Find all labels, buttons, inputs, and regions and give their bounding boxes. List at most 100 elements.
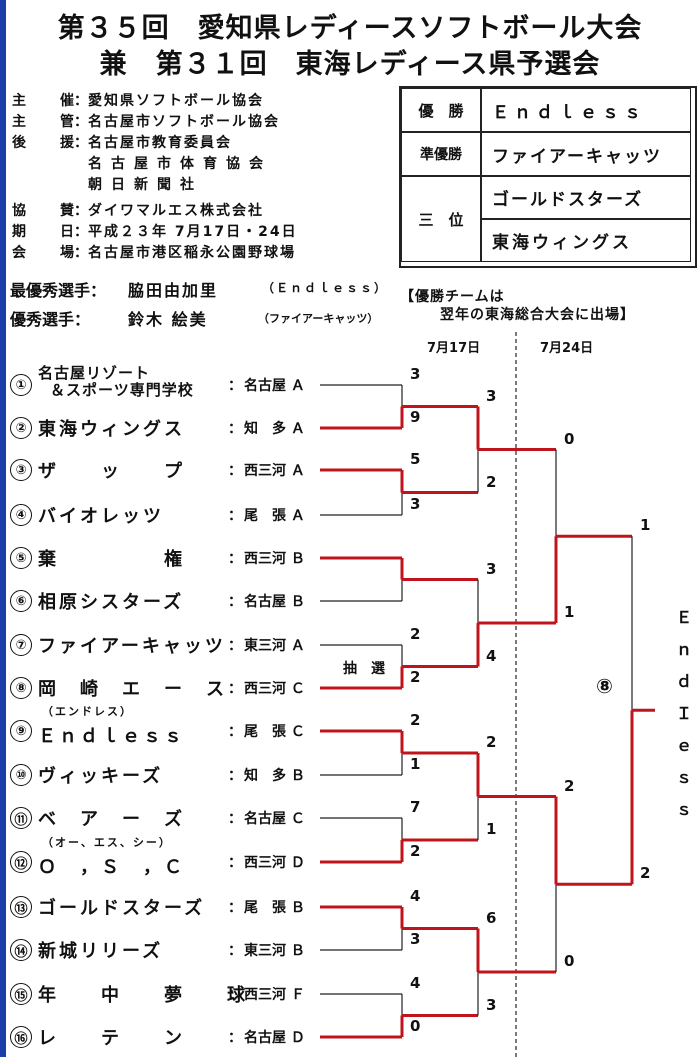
- excellent-team: （ファイアーキャッツ）: [258, 312, 379, 325]
- r3-score: 2: [564, 776, 575, 795]
- team-region: 知 多 Ａ: [244, 421, 305, 437]
- info-value: 朝日新聞社: [88, 177, 203, 193]
- team-colon: ：: [228, 463, 242, 479]
- team-number: ③: [10, 459, 32, 481]
- team-name: 東海ウィングス: [38, 415, 228, 441]
- info-value: 名古屋市ソフトボール協会: [88, 114, 280, 130]
- team-number: ⑦: [10, 634, 32, 656]
- r2-score: 3: [486, 559, 497, 578]
- excellent-name: 鈴木 絵美: [128, 310, 208, 329]
- team-number: ④: [10, 504, 32, 526]
- r2-score: 6: [486, 908, 497, 927]
- team-number: ⑩: [10, 764, 32, 786]
- team-name-line1: 名古屋リゾート: [38, 364, 151, 382]
- mvp-label: 最優秀選手：: [10, 281, 107, 300]
- info-row: 主管：名古屋市ソフトボール協会: [12, 111, 280, 131]
- r1-score: 3: [410, 930, 421, 948]
- team-name-text: ザ ッ プ: [38, 461, 185, 482]
- info-row: 後援：名古屋市教育委員会: [12, 132, 232, 152]
- team-name-text: ゴールドスターズ: [38, 898, 206, 919]
- r3-score: 1: [564, 603, 575, 621]
- r1-score: 7: [410, 798, 421, 816]
- team-name: ザ ッ プ: [38, 457, 228, 483]
- team-name: 棄 権: [38, 545, 228, 571]
- team-name: ベ ア ー ズ: [38, 805, 228, 831]
- team-colon: ：: [228, 1030, 242, 1046]
- team-number: ⑯: [10, 1026, 32, 1048]
- info-key: 後援: [12, 135, 74, 151]
- info-colon: ：: [74, 114, 88, 130]
- third-team-1: ゴールドスターズ: [481, 176, 691, 219]
- team-number: ⑧: [10, 677, 32, 699]
- team-name-text: レ テ ン: [38, 1028, 185, 1049]
- title-line2: 兼 第３１回 東海レディース県予選会: [99, 49, 601, 80]
- team-name-text: Ｅｎｄｌｅｓｓ: [38, 726, 185, 747]
- team-colon: ：: [228, 421, 242, 437]
- team-name: レ テ ン: [38, 1024, 228, 1050]
- team-number: ⑥: [10, 590, 32, 612]
- team-name-text: 新城リリーズ: [38, 941, 164, 962]
- excellent-label: 優秀選手：: [10, 310, 91, 329]
- r1-score: 3: [410, 365, 421, 383]
- team-number: ⑨: [10, 720, 32, 742]
- info-row: 朝日新聞社: [12, 174, 203, 194]
- info-row: 協賛：ダイワマルエス株式会社: [12, 200, 264, 220]
- team-region: 東三河 Ａ: [244, 638, 305, 654]
- team-colon: ：: [228, 594, 242, 610]
- champion-vertical-char: ｓ: [676, 768, 693, 787]
- info-colon: ：: [74, 135, 88, 151]
- r1-score: 2: [410, 842, 421, 860]
- team-number: ⑫: [10, 851, 32, 873]
- team-region: 名古屋 Ｃ: [244, 811, 305, 827]
- r1-score: 2: [410, 711, 421, 729]
- champion-vertical-char: Ｉ: [676, 704, 693, 723]
- team-region: 東三河 Ｂ: [244, 943, 305, 959]
- r4-score: 2: [640, 864, 651, 883]
- info-key: 主管: [12, 114, 74, 130]
- team-region: 西三河 Ａ: [244, 463, 305, 479]
- team-name: ゴールドスターズ: [38, 894, 228, 920]
- team-name: ファイアーキャッツ: [38, 632, 228, 658]
- third-team-2: 東海ウィングス: [481, 219, 691, 262]
- team-colon: ：: [228, 987, 242, 1003]
- champion-vertical-char: ｅ: [676, 736, 693, 755]
- team-number: ⑮: [10, 983, 32, 1005]
- third-label: 三 位: [401, 176, 481, 262]
- r1-score: 9: [410, 408, 421, 426]
- team-name: 名古屋リゾート＆スポーツ専門学校: [38, 365, 228, 399]
- r3-score: 0: [564, 952, 575, 970]
- r2-score: 4: [486, 646, 497, 665]
- team-region: 西三河 Ｃ: [244, 681, 305, 697]
- r2-score: 2: [486, 733, 497, 751]
- team-row: ③ ザ ッ プ ：西三河 Ａ: [10, 455, 324, 485]
- r3-score: 0: [564, 429, 575, 448]
- champion-vertical-char: Ｅ: [676, 608, 693, 627]
- team-number: ②: [10, 417, 32, 439]
- results-box: 優 勝 Ｅｎｄｌｅｓｓ 準優勝 ファイアーキャッツ 三 位 ゴールドスターズ 東…: [399, 86, 697, 268]
- team-name-text: 東海ウィングス: [38, 419, 185, 440]
- left-accent-bar: [0, 0, 6, 1057]
- r2-score: 1: [486, 820, 497, 838]
- mvp-name: 脇田由加里: [128, 281, 219, 300]
- team-name-line2: ＆スポーツ専門学校: [50, 381, 194, 399]
- team-colon: ：: [228, 681, 242, 697]
- r2-score: 3: [486, 995, 497, 1014]
- team-name: ヴィッキーズ: [38, 762, 228, 788]
- date-round2: 7月24日: [540, 341, 594, 356]
- info-colon: ：: [74, 245, 88, 261]
- team-number: ⑤: [10, 547, 32, 569]
- team-row: ⑧ 岡 崎 エ ー ス：西三河 Ｃ: [10, 673, 324, 703]
- r2-score: 2: [486, 472, 497, 491]
- info-value: 愛知県ソフトボール協会: [88, 93, 264, 109]
- team-name: Ｏ ，Ｓ ，Ｃ（オー、エス、シー）: [38, 836, 228, 879]
- info-colon: ：: [74, 93, 88, 109]
- team-name: 年 中 夢 球: [38, 981, 245, 1007]
- info-value: 名古屋市体育協会: [88, 156, 272, 172]
- r1-score: 1: [410, 755, 421, 773]
- team-name: 岡 崎 エ ー ス: [38, 675, 228, 701]
